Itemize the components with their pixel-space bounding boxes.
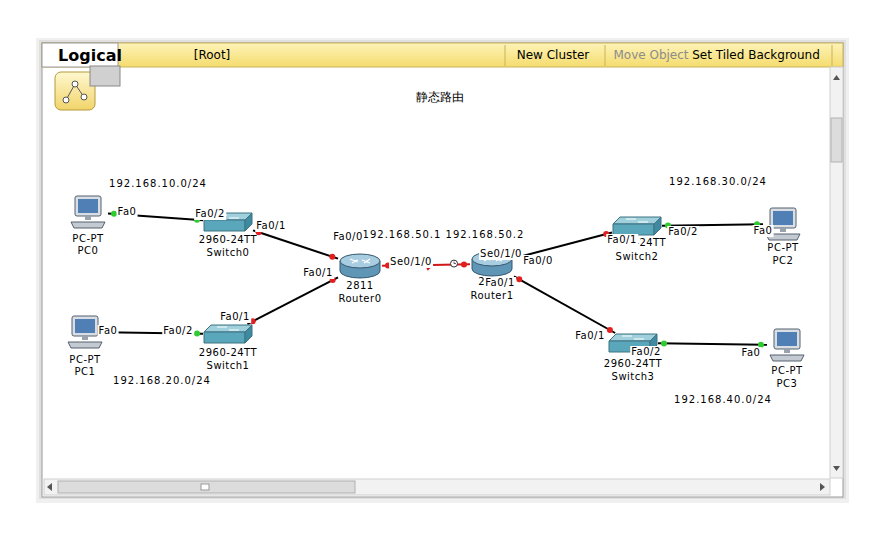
network-address: 192.168.30.0/24 [669, 176, 767, 188]
device-name: PC0 [78, 245, 99, 257]
network-address: 192.168.10.0/24 [109, 178, 207, 190]
port-label: Fa0 [753, 225, 774, 237]
port-label: Fa0/1 [219, 311, 251, 323]
link-light [516, 276, 522, 282]
ethernet-link [253, 229, 338, 260]
link-line [514, 276, 615, 333]
device-model: 2960-24TT [604, 358, 662, 370]
network-address: 192.168.20.0/24 [113, 375, 211, 387]
toolbar-button: Move Object [613, 49, 688, 61]
device-name: PC3 [777, 378, 798, 390]
device-model: 2960-24TT [199, 234, 257, 246]
device-icon [68, 195, 108, 229]
switch-device: 2960-24TTSwitch2 [612, 216, 662, 236]
port-label: Fa0/1 [484, 277, 516, 289]
port-label: Fa0 [117, 206, 138, 218]
toolbar-text: [Root] [194, 49, 231, 61]
port-label: Se0/1/0 [479, 248, 523, 260]
pc-device: PC-PTPC3 [767, 328, 807, 362]
clock-hand [454, 262, 456, 264]
router-device: 2811Router0 [338, 253, 382, 279]
port-label: Fa0/1 [302, 267, 334, 279]
toolbar-button: New Cluster [517, 49, 590, 61]
link-light [661, 340, 667, 346]
toolbar-button: Set Tiled Background [692, 49, 820, 61]
device-name: Switch3 [612, 371, 655, 383]
device-model: PC-PT [767, 242, 798, 254]
canvas-title: 静态路由 [416, 89, 464, 106]
device-icon [338, 253, 382, 279]
port-label: Fa0/2 [162, 325, 194, 337]
port-label: Fa0 [741, 347, 762, 359]
ip-address: 192.168.50.1 [363, 229, 442, 241]
port-label: Fa0/0 [522, 255, 554, 267]
device-model: PC-PT [69, 354, 100, 366]
ip-address: 192.168.50.2 [446, 229, 525, 241]
switch-device: 2960-24TTSwitch1 [203, 324, 253, 344]
link-light [461, 261, 467, 267]
link-line [658, 343, 767, 344]
port-label: Fa0/2 [630, 346, 662, 358]
port-label: Fa0/0 [332, 231, 364, 243]
device-name: Router0 [338, 293, 381, 305]
device-model: 2811 [346, 280, 373, 292]
device-model: PC-PT [72, 233, 103, 245]
port-label: Se0/1/0 [389, 256, 433, 268]
port-label: Fa0/1 [574, 330, 606, 342]
link-line [247, 277, 338, 324]
ethernet-link [247, 277, 338, 324]
port-label: Fa0/2 [667, 226, 699, 238]
port-label: Fa0/2 [194, 208, 226, 220]
device-icon [612, 216, 662, 236]
clock-symbol [451, 260, 458, 267]
device-name: Switch1 [207, 360, 250, 372]
device-model: PC-PT [771, 365, 802, 377]
device-icon [203, 324, 253, 344]
network-address: 192.168.40.0/24 [674, 394, 772, 406]
device-name: Router1 [470, 290, 513, 302]
port-label: Fa0/1 [255, 220, 287, 232]
device-icon [767, 328, 807, 362]
link-line [253, 230, 338, 258]
device-model: 2960-24TT [199, 347, 257, 359]
link-light [329, 254, 335, 260]
port-label: Fa0 [98, 325, 119, 337]
device-name: PC1 [75, 366, 96, 378]
ethernet-link [514, 276, 615, 333]
device-name: Switch0 [207, 247, 250, 259]
device-name: PC2 [773, 255, 794, 267]
pc-device: PC-PTPC0 [68, 195, 108, 229]
device-name: Switch2 [616, 251, 659, 263]
link-light [194, 331, 200, 337]
port-label: Fa0/1 [606, 234, 638, 246]
link-light [607, 327, 613, 333]
tab-label: Logical [58, 50, 122, 62]
